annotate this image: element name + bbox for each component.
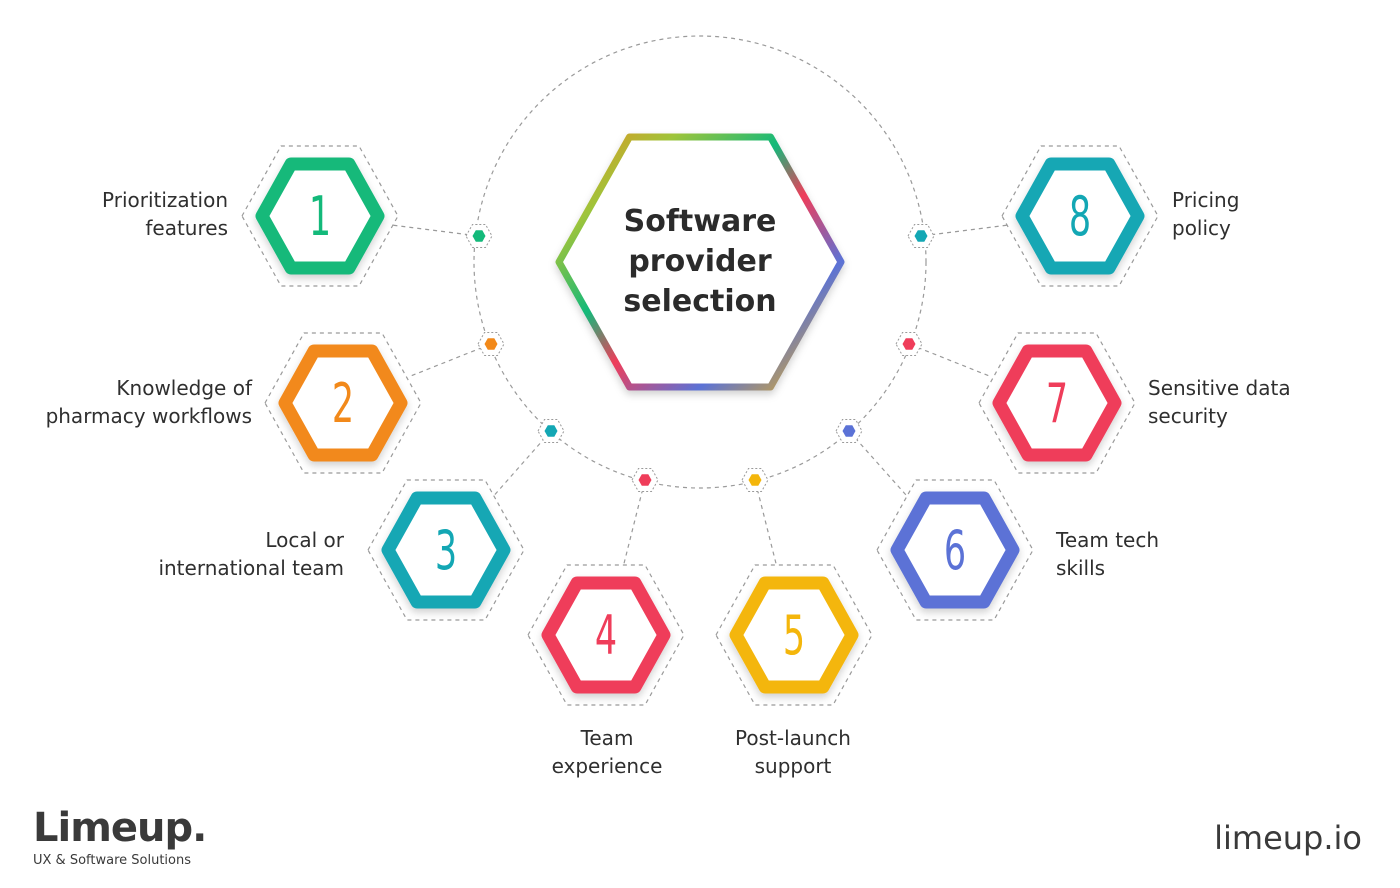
item-label-4: Team experience [537, 724, 677, 780]
item-label-3: Local or international team [158, 526, 344, 582]
badge-hexagon [729, 576, 859, 694]
connector-line [411, 343, 492, 377]
connector-line [754, 479, 777, 564]
center-hexagon [555, 133, 845, 391]
badge-number: 8 [1069, 186, 1091, 249]
number-badge-4: 4 [527, 564, 685, 706]
title-line: provider [628, 244, 772, 279]
item-label-1: Prioritization features [102, 186, 228, 242]
orbit-dot [748, 474, 762, 486]
item-label-6: Team tech skills [1056, 526, 1159, 582]
label-line: skills [1056, 556, 1106, 580]
connector-line [908, 343, 989, 377]
connector-line [848, 430, 907, 496]
orbit-dot [914, 230, 928, 242]
title-line: selection [623, 284, 777, 319]
badge-hexagon [541, 576, 671, 694]
label-line: pharmacy workflows [45, 404, 252, 428]
number-badge-7: 7 [978, 332, 1136, 474]
label-line: security [1148, 404, 1228, 428]
label-line: Pricing [1172, 188, 1240, 212]
label-line: Knowledge of [116, 376, 252, 400]
label-line: Post-launch [735, 726, 851, 750]
number-badge-1: 1 [241, 145, 399, 287]
label-line: experience [551, 754, 663, 778]
badge-number: 2 [332, 373, 354, 436]
label-line: Prioritization [102, 188, 228, 212]
orbit-dot [638, 474, 652, 486]
item-label-2: Knowledge of pharmacy workflows [46, 374, 252, 430]
brand-logo: Limeup. UX & Software Solutions [33, 805, 207, 869]
number-badge-8: 8 [1001, 145, 1159, 287]
connector-line [494, 430, 552, 495]
site-url: limeup.io [1214, 819, 1362, 857]
number-badges: 1 2 3 4 5 6 7 8 [241, 145, 1159, 706]
badge-number: 5 [783, 605, 805, 668]
label-line: Local or [265, 528, 344, 552]
orbit-dots [465, 224, 935, 492]
badge-number: 3 [435, 520, 457, 583]
badge-hexagon [381, 491, 511, 609]
badge-hexagon [255, 157, 385, 275]
label-line: support [754, 754, 832, 778]
item-label-5: Post-launch support [713, 724, 873, 780]
connector-lines [393, 224, 1007, 564]
connector-line [920, 224, 1007, 237]
number-badge-5: 5 [715, 564, 873, 706]
brand-tagline: UX & Software Solutions [33, 853, 191, 868]
title-line: Software [623, 204, 777, 239]
orbit-dot [484, 338, 498, 350]
item-label-7: Sensitive data security [1148, 374, 1291, 430]
orbit-dot [902, 338, 916, 350]
label-line: Team tech [1056, 528, 1160, 552]
connector-line [623, 479, 646, 564]
label-line: international team [158, 556, 344, 580]
number-badge-3: 3 [367, 479, 525, 621]
badge-hexagon [890, 491, 1020, 609]
badge-number: 7 [1046, 373, 1068, 436]
orbit-dot [544, 425, 558, 437]
badge-hexagon [278, 344, 408, 462]
diagram-title: Software provider selection [600, 202, 800, 322]
item-label-8: Pricing policy [1172, 186, 1239, 242]
label-line: policy [1172, 216, 1231, 240]
orbit-dot [472, 230, 486, 242]
badge-number: 1 [309, 186, 331, 249]
orbit-dot [842, 425, 856, 437]
number-badge-6: 6 [876, 479, 1034, 621]
badge-hexagon [992, 344, 1122, 462]
number-badge-2: 2 [264, 332, 422, 474]
orbit-ring [473, 35, 927, 489]
badge-hexagon [1015, 157, 1145, 275]
brand-name: Limeup. [33, 805, 207, 851]
badge-number: 4 [595, 605, 617, 668]
label-line: features [145, 216, 228, 240]
badge-number: 6 [944, 520, 966, 583]
label-line: Sensitive data [1148, 376, 1291, 400]
connector-line [393, 224, 480, 237]
label-line: Team [580, 726, 634, 750]
